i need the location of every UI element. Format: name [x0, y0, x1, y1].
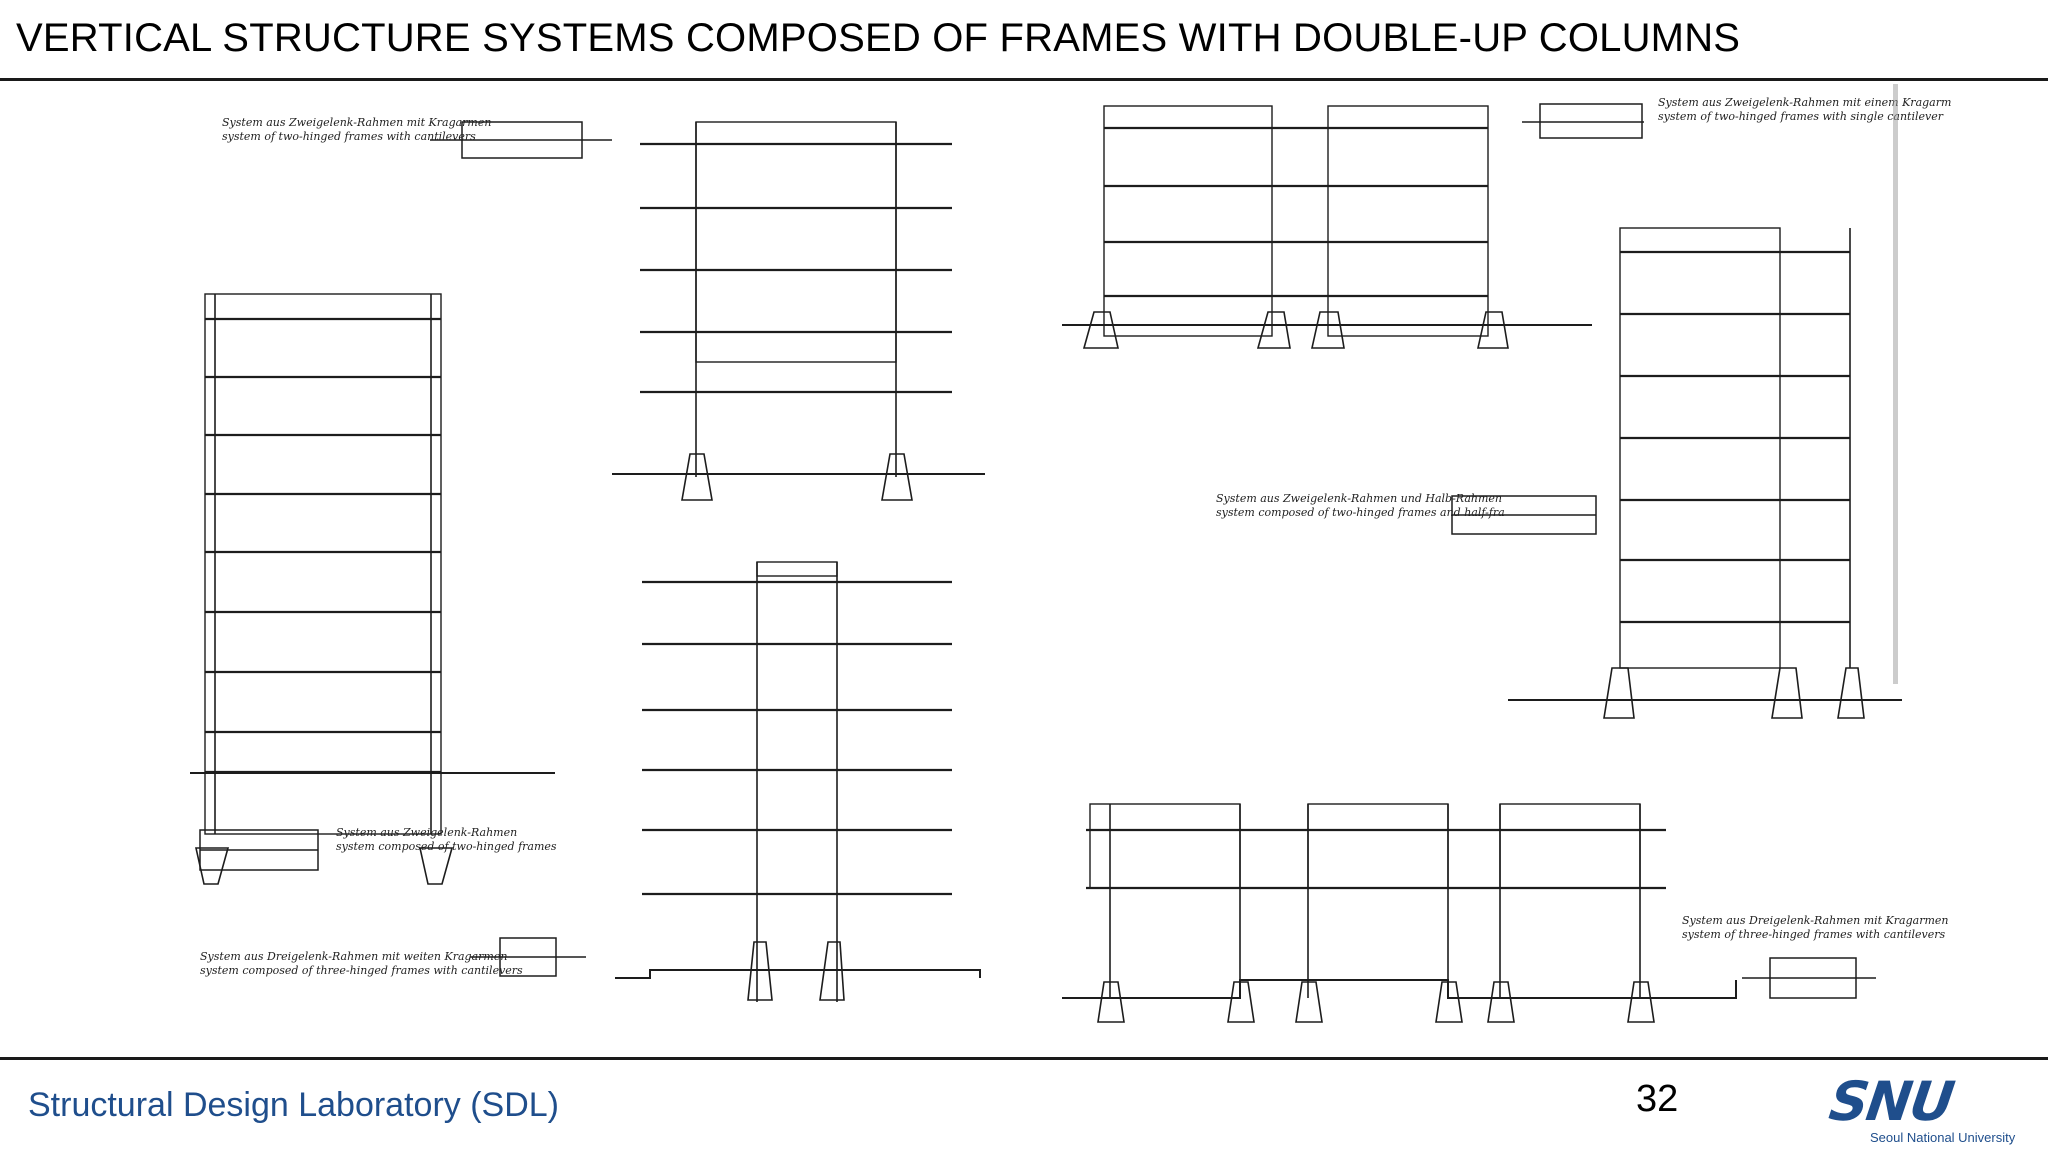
svg-text:system composed of three-hinge: system composed of three-hinged frames w… [200, 964, 523, 977]
svg-text:System aus Dreigelenk-Rahmen m: System aus Dreigelenk-Rahmen mit Kragarm… [1682, 914, 1948, 927]
svg-text:System aus Zweigelenk-Rahmen m: System aus Zweigelenk-Rahmen mit einem K… [1658, 96, 1951, 109]
svg-text:System aus Zweigelenk-Rahmen u: System aus Zweigelenk-Rahmen und Halb-Ra… [1216, 492, 1502, 505]
slide-title: VERTICAL STRUCTURE SYSTEMS COMPOSED OF F… [16, 16, 1741, 60]
svg-text:system of two-hinged frames wi: system of two-hinged frames with cantile… [222, 130, 476, 143]
svg-text:system composed of two-hinged: system composed of two-hinged frames [336, 840, 557, 853]
schematic-symbols [199, 103, 1876, 999]
svg-text:System aus Zweigelenk-Rahmen: System aus Zweigelenk-Rahmen [336, 826, 517, 839]
handwritten-captions: System aus Zweigelenk-Rahmen mit Kragarm… [200, 96, 1951, 977]
drawing-tall-two-hinged-frames [190, 293, 555, 885]
scan-edge-shadow [1893, 84, 1898, 684]
drawing-two-hinged-frames-cantilevers [612, 121, 985, 501]
drawing-three-hinged-frames-wide-cantilevers [615, 561, 981, 1002]
logo-mark: SNU [1825, 1070, 1957, 1133]
drawing-two-hinged-and-half-frames [1508, 227, 1902, 719]
structural-drawings-figure: System aus Zweigelenk-Rahmen mit Kragarm… [0, 82, 2048, 1054]
svg-text:system composed of two-hinged: system composed of two-hinged frames and… [1216, 506, 1505, 519]
lab-name: Structural Design Laboratory (SDL) [28, 1086, 560, 1124]
title-divider [0, 78, 2048, 81]
page-number: 32 [1636, 1078, 1679, 1120]
svg-text:system of three-hinged frames: system of three-hinged frames with canti… [1682, 928, 1945, 941]
svg-text:system of two-hinged frames wi: system of two-hinged frames with single … [1658, 110, 1944, 123]
drawing-sheet: System aus Zweigelenk-Rahmen mit Kragarm… [190, 96, 1951, 1023]
svg-text:System aus Dreigelenk-Rahmen m: System aus Dreigelenk-Rahmen mit weiten … [200, 950, 507, 963]
footer-divider [0, 1057, 2048, 1060]
drawing-two-hinged-frames-single-cantilever [1062, 105, 1592, 349]
drawing-three-hinged-frames-cantilevers [1062, 803, 1737, 1023]
svg-text:System aus Zweigelenk-Rahmen m: System aus Zweigelenk-Rahmen mit Kragarm… [222, 116, 491, 129]
snu-logo: SNU Seoul National University [1826, 1070, 2038, 1148]
logo-subtitle: Seoul National University [1870, 1130, 2016, 1145]
